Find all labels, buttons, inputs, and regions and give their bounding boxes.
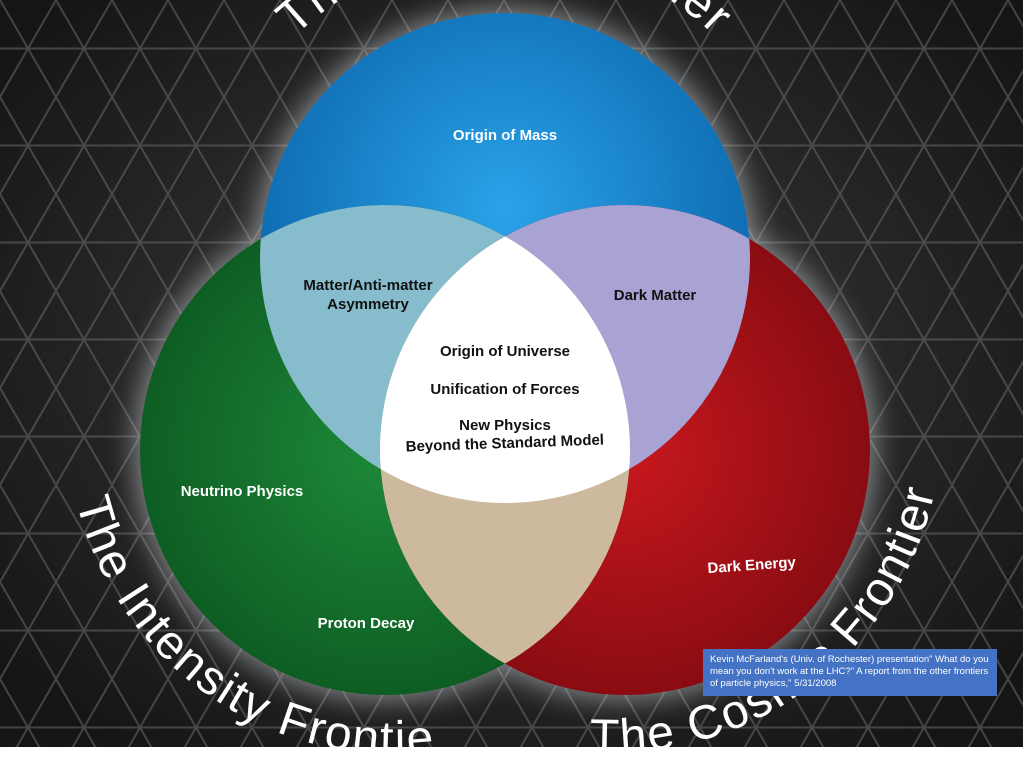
label-unification-of-forces: Unification of Forces [430, 381, 579, 398]
bottom-strip [0, 747, 1023, 767]
citation-caption: Kevin McFarland's (Univ. of Rochester) p… [703, 649, 997, 696]
label-new-physics-2: Beyond the Standard Model [405, 432, 604, 456]
label-neutrino-physics: Neutrino Physics [181, 483, 304, 500]
center-overlap [380, 205, 630, 503]
label-new-physics-1: New Physics [459, 417, 551, 434]
label-dark-matter: Dark Matter [614, 287, 697, 304]
label-matter-antimatter-1: Matter/Anti-matter [303, 277, 432, 294]
label-dark-energy: Dark Energy [707, 554, 797, 577]
label-matter-antimatter-2: Asymmetry [327, 296, 409, 313]
label-origin-of-universe: Origin of Universe [440, 343, 570, 360]
label-origin-of-mass: Origin of Mass [453, 127, 557, 144]
label-proton-decay: Proton Decay [318, 615, 415, 632]
